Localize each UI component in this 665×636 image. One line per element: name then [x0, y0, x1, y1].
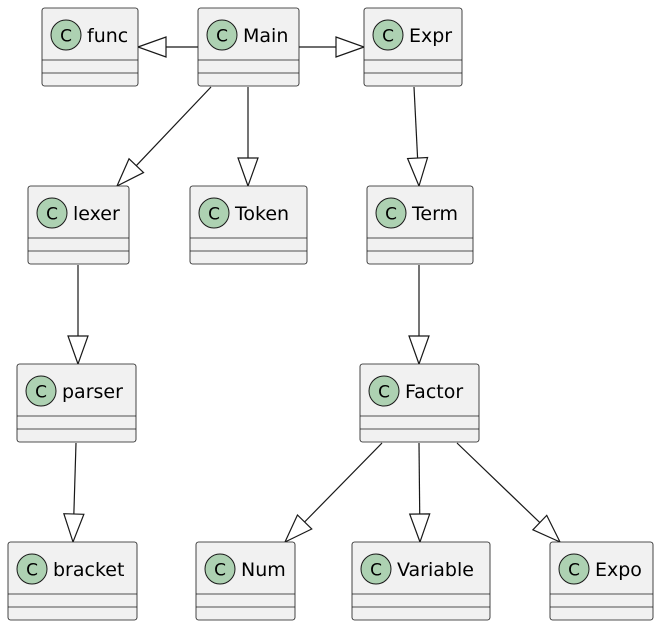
edge-line-main-lexer — [135, 86, 212, 167]
stereotype-letter: C — [26, 561, 38, 581]
stereotype-letter: C — [35, 383, 47, 403]
inheritance-edge-lexer-parser — [67, 265, 89, 366]
class-stereotype-icon — [375, 197, 407, 229]
class-stereotype-icon — [36, 197, 68, 229]
stereotype-letter: C — [216, 27, 228, 47]
class-stereotype-icon — [198, 197, 230, 229]
inheritance-edge-parser-bracket — [63, 442, 85, 544]
stereotype-letter: C — [385, 205, 397, 225]
class-name: Main — [243, 25, 288, 47]
class-expo[interactable]: C Expo — [549, 541, 654, 621]
class-name: bracket — [53, 559, 124, 581]
class-stereotype-icon — [206, 19, 238, 51]
inheritance-edge-factor-variable — [408, 442, 431, 544]
class-stereotype-icon — [360, 553, 392, 585]
edge-line-factor-num — [304, 442, 383, 523]
stereotype-letter: C — [370, 561, 382, 581]
class-name: func — [87, 25, 128, 47]
class-term[interactable]: C Term — [366, 185, 474, 265]
class-name: Expo — [595, 559, 642, 581]
inheritance-edge-factor-num — [283, 442, 383, 544]
class-num[interactable]: C Num — [195, 541, 296, 621]
edge-line-parser-bracket — [73, 442, 77, 515]
edge-line-factor-variable — [418, 442, 421, 515]
inheritance-edge-main-lexer — [115, 86, 212, 188]
inheritance-arrowhead — [63, 513, 85, 544]
class-stereotype-icon — [204, 553, 236, 585]
class-name: Term — [411, 203, 458, 225]
inheritance-edge-main-func — [136, 36, 198, 58]
class-stereotype-icon — [25, 375, 57, 407]
class-name: Factor — [405, 381, 463, 403]
class-factor[interactable]: C Factor — [359, 363, 480, 443]
edge-line-expr-term — [413, 86, 419, 159]
inheritance-arrowhead — [237, 157, 259, 188]
class-stereotype-icon — [16, 553, 48, 585]
inheritance-arrowhead — [406, 156, 429, 188]
class-variable[interactable]: C Variable — [351, 541, 491, 621]
stereotype-letter: C — [46, 205, 58, 225]
inheritance-arrowhead — [115, 157, 145, 188]
class-stereotype-icon — [372, 19, 404, 51]
class-name: Num — [241, 559, 286, 581]
class-name: Expr — [409, 25, 452, 47]
inheritance-arrowhead — [531, 514, 562, 544]
edge-line-factor-expo — [456, 442, 541, 524]
inheritance-arrowhead — [283, 513, 313, 544]
stereotype-letter: C — [568, 561, 580, 581]
class-main[interactable]: C Main — [197, 7, 300, 87]
inheritance-edge-expr-term — [406, 86, 429, 188]
class-token[interactable]: C Token — [189, 185, 308, 265]
inheritance-edge-main-token — [237, 87, 259, 188]
class-stereotype-icon — [368, 375, 400, 407]
stereotype-letter: C — [208, 205, 220, 225]
class-stereotype-icon — [50, 19, 82, 51]
class-name: lexer — [73, 203, 120, 225]
stereotype-letter: C — [378, 383, 390, 403]
stereotype-letter: C — [214, 561, 226, 581]
inheritance-edge-main-expr — [299, 36, 366, 58]
stereotype-letter: C — [382, 27, 394, 47]
inheritance-edge-factor-expo — [456, 442, 562, 544]
class-expr[interactable]: C Expr — [363, 7, 463, 87]
class-name: parser — [62, 381, 123, 403]
inheritance-arrowhead — [335, 36, 366, 58]
inheritance-arrowhead — [136, 36, 167, 58]
inheritance-arrowhead — [67, 335, 89, 366]
edges-layer — [63, 36, 562, 544]
inheritance-arrowhead — [408, 335, 430, 366]
class-name: Variable — [397, 559, 474, 581]
inheritance-arrowhead — [408, 513, 431, 544]
inheritance-edge-term-factor — [408, 265, 430, 366]
stereotype-letter: C — [60, 27, 72, 47]
class-stereotype-icon — [558, 553, 590, 585]
class-name: Token — [234, 203, 289, 225]
